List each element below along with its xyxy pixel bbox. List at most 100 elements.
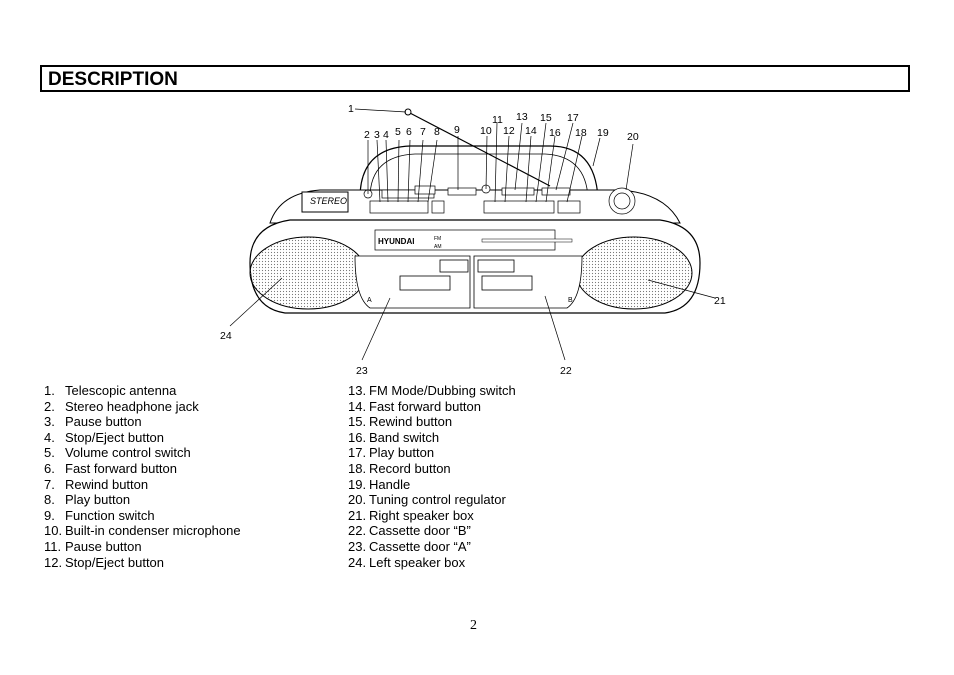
deck-b-label: B: [568, 297, 573, 304]
callout-20: 20: [627, 131, 639, 143]
item-text: Right speaker box: [369, 507, 474, 523]
brand-label: HYUNDAI: [378, 237, 414, 246]
callout-10: 10: [480, 125, 492, 137]
item-text: Rewind button: [65, 476, 149, 492]
boombox-diagram: STEREO HYUNDAI FM AM: [220, 103, 726, 377]
callout-numbers: 1 2 3 4 5 6 7 8 9 10 11 12 13 14 15 16 1…: [220, 103, 726, 377]
list-item: 14.Fast forward button: [348, 399, 648, 415]
list-item: 17.Play button: [348, 445, 648, 461]
item-number: 12.: [44, 554, 63, 570]
item-text: Handle: [369, 476, 411, 492]
item-number: 19.: [348, 476, 367, 492]
deck-a-label: A: [367, 297, 372, 304]
callout-7: 7: [420, 126, 426, 138]
callout-11: 11: [492, 114, 503, 126]
callout-23: 23: [356, 365, 368, 377]
am-label: AM: [434, 244, 442, 250]
item-number: 2.: [44, 398, 55, 414]
list-item: 7. Rewind button: [44, 477, 334, 493]
section-title: DESCRIPTION: [48, 69, 178, 90]
item-text: Cassette door “B”: [369, 523, 471, 539]
callout-5: 5: [395, 126, 401, 138]
list-item: 5. Volume control switch: [44, 445, 334, 461]
cassette-deck-area: [354, 255, 583, 309]
item-number: 7.: [44, 476, 55, 492]
callout-8: 8: [434, 126, 440, 138]
handle: [359, 145, 599, 199]
parts-list-left: 1. Telescopic antenna 2. Stereo headphone …: [44, 383, 334, 570]
item-number: 4.: [44, 429, 55, 445]
callout-22: 22: [560, 365, 572, 377]
stereo-badge: STEREO: [301, 191, 349, 213]
leader-lines: [229, 108, 716, 361]
callout-24: 24: [220, 330, 232, 342]
item-text: Fast forward button: [65, 460, 177, 476]
list-item: 10.Built-in condenser microphone: [44, 523, 334, 539]
item-number: 6.: [44, 460, 55, 476]
callout-3: 3: [374, 129, 380, 141]
list-item: 9. Function switch: [44, 508, 334, 524]
item-number: 3.: [44, 414, 55, 430]
page-number: 2: [470, 618, 477, 633]
list-item: 20.Tuning control regulator: [348, 492, 648, 508]
item-text: Record button: [369, 460, 451, 476]
front-panel: HYUNDAI FM AM: [374, 229, 573, 251]
item-number: 11.: [44, 538, 62, 554]
item-number: 15.: [348, 414, 367, 430]
item-number: 1.: [44, 383, 55, 398]
item-text: Rewind button: [369, 414, 453, 430]
list-item: 3. Pause button: [44, 414, 334, 430]
callout-12: 12: [503, 125, 515, 137]
parts-list-right: 13.FM Mode/Dubbing switch 14.Fast forwar…: [348, 383, 648, 570]
left-speaker: [249, 236, 367, 310]
item-text: Stop/Eject button: [65, 554, 165, 570]
item-text: FM Mode/Dubbing switch: [369, 383, 516, 398]
item-number: 24.: [348, 554, 367, 570]
list-item: 1. Telescopic antenna: [44, 383, 334, 399]
fm-label: FM: [434, 236, 441, 242]
list-item: 16.Band switch: [348, 430, 648, 446]
list-item: 8.Play button: [44, 492, 334, 508]
boombox-illustration: STEREO HYUNDAI FM AM: [210, 98, 730, 378]
item-text: Stop/Eject button: [65, 429, 165, 445]
list-item: 15.Rewind button: [348, 414, 648, 430]
callout-17: 17: [567, 112, 579, 124]
right-speaker: [575, 236, 693, 310]
item-text: Pause button: [65, 538, 142, 554]
item-text: Fast forward button: [369, 398, 481, 414]
item-number: 14.: [348, 398, 367, 414]
item-number: 13.: [348, 383, 367, 398]
item-number: 9.: [44, 507, 55, 523]
item-number: 17.: [348, 445, 367, 461]
item-number: 23.: [348, 538, 367, 554]
item-number: 16.: [348, 429, 367, 445]
list-item: 4. Stop/Eject button: [44, 430, 334, 446]
list-item: 23.Cassette door “A”: [348, 539, 648, 555]
item-number: 20.: [348, 492, 367, 508]
list-item: 22.Cassette door “B”: [348, 523, 648, 539]
item-text: Function switch: [65, 507, 155, 523]
stereo-label: STEREO: [310, 196, 347, 206]
item-text: Stereo headphone jack: [65, 398, 199, 414]
item-text: Built-in condenser microphone: [65, 523, 241, 539]
item-text: Volume control switch: [65, 445, 191, 461]
callout-18: 18: [575, 127, 587, 139]
list-item: 19.Handle: [348, 477, 648, 493]
item-number: 18.: [348, 460, 367, 476]
item-text: Cassette door “A”: [369, 538, 471, 554]
callout-6: 6: [406, 126, 412, 138]
item-text: Telescopic antenna: [65, 383, 177, 398]
callout-4: 4: [383, 129, 389, 141]
item-text: Left speaker box: [369, 554, 466, 570]
list-item: 12.Stop/Eject button: [44, 555, 334, 571]
list-item: 24.Left speaker box: [348, 555, 648, 571]
list-item: 11.Pause button: [44, 539, 334, 555]
callout-15: 15: [540, 112, 552, 124]
item-number: 8.: [44, 492, 55, 508]
item-number: 5.: [44, 445, 55, 461]
item-text: Tuning control regulator: [369, 492, 506, 508]
item-text: Band switch: [369, 429, 440, 445]
item-text: Pause button: [65, 414, 142, 430]
callout-21: 21: [714, 295, 726, 307]
list-item: 13.FM Mode/Dubbing switch: [348, 383, 648, 399]
